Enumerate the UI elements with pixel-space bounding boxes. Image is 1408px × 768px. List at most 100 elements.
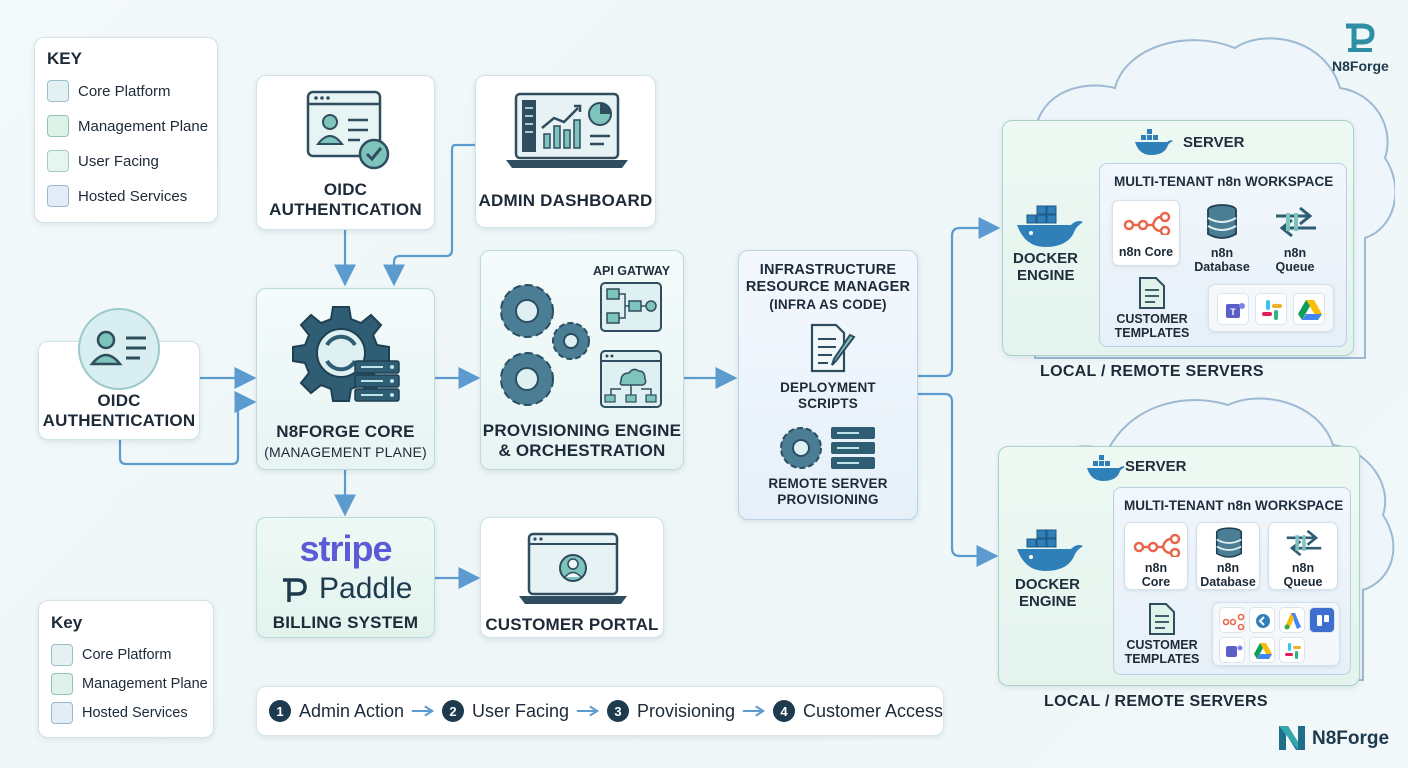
n8forge-logo-icon [1346,23,1375,52]
n8n-core-tile: n8n Core [1124,522,1188,590]
gear-server-icon [780,427,875,469]
swatch-management-plane [47,115,69,137]
template-document-icon [1139,277,1165,309]
tile-label: n8n [1210,246,1234,260]
billing-system: stripe Paddle BILLING SYSTEM [256,517,435,638]
brand-name-top: N8Forge [1332,58,1389,74]
node-label: AUTHENTICATION [42,411,196,430]
key-label: Management Plane [82,676,208,692]
arrow-oidc-left-to-core-2 [118,391,257,466]
node-label: OIDC [97,391,141,410]
node-label: AUTHENTICATION [269,200,422,219]
node-label: PROVISIONING ENGINE [482,421,682,440]
tile-label: Database [1194,260,1250,274]
swatch-management-plane [51,673,73,695]
node-label: ADMIN DASHBOARD [478,191,653,210]
google-drive-icon [1293,293,1325,325]
slack-icon [1255,293,1287,325]
node-label: BILLING SYSTEM [272,613,419,632]
n8forge-core: N8FORGE CORE (MANAGEMENT PLANE) [256,288,435,470]
servers-caption-top: LOCAL / REMOTE SERVERS [1040,363,1264,380]
node-label: RESOURCE MANAGER [745,279,911,295]
key-legend-bottom: Key Core Platform Management Plane Hoste… [38,600,214,738]
laptop-user-icon [519,532,627,604]
tile-label: n8n [1283,246,1307,260]
step-number: 3 [606,700,629,722]
tile-label: CUSTOMER [1126,638,1198,652]
tile-label: n8n [1144,561,1168,575]
docker-whale-icon [1017,205,1083,247]
slack-icon [1279,637,1305,663]
arrow-infra-to-server-top [918,217,1001,378]
oidc-authentication-top: OIDC AUTHENTICATION [256,75,435,230]
n8n-core-tile: n8n Core [1112,200,1180,266]
node-label: DEPLOYMENT [780,380,876,395]
tile-label: n8n [1216,561,1240,575]
tile-label: Queue [1275,260,1315,274]
workspace-top: MULTI-TENANT n8n WORKSPACE n8n Core n8n … [1099,163,1347,347]
node-label: OIDC [323,180,368,199]
key-row-management-plane: Management Plane [51,673,208,695]
arrow-right-icon [742,705,766,717]
google-ads-icon [1279,607,1305,633]
key-label: Management Plane [78,117,209,135]
key-title: KEY [47,49,82,68]
template-document-icon [1149,603,1175,635]
step-label: Admin Action [299,700,405,721]
key-legend-top: KEY Core Platform Management Plane User … [34,37,218,223]
node-label: PROVISIONING [777,492,879,507]
step-number: 4 [772,700,795,722]
paddle-logo-icon [283,578,307,602]
queue-arrows-icon [1286,529,1322,557]
docker-label: ENGINE [1017,267,1075,284]
node-sublabel: (MANAGEMENT PLANE) [264,444,427,460]
laptop-chart-icon [506,92,628,168]
swatch-core-platform [47,80,69,102]
key-row-user-facing: User Facing [47,150,159,172]
circle-app-icon [1249,607,1275,633]
docker-icon [1087,455,1125,481]
key-label: Core Platform [82,647,172,663]
gear-icon [500,284,590,406]
tile-label: Core [1141,575,1171,589]
key-label: Hosted Services [78,187,188,205]
node-label: N8FORGE CORE [276,422,415,441]
server-top: SERVER DOCKER ENGINE MULTI-TENANT n8n WO… [1002,120,1354,356]
step-number: 2 [442,700,464,722]
key-label: User Facing [78,152,159,170]
docker-whale-icon [1017,529,1083,571]
node-label: & ORCHESTRATION [498,441,666,460]
tile-label: n8n [1291,561,1315,575]
workflow-icon [600,282,662,332]
key-title: Key [51,613,83,632]
tile-label: Database [1200,575,1256,589]
id-card-check-icon [306,90,390,170]
docker-label: DOCKER [1013,250,1079,267]
teams-icon [1219,637,1245,663]
database-icon [1207,204,1237,239]
n8forge-logo-icon [1279,726,1305,750]
flow-step: 4 Customer Access [772,700,943,722]
swatch-hosted-services [47,185,69,207]
arrow-right-icon [576,705,600,717]
document-pen-icon [810,323,856,373]
google-drive-icon [1249,637,1275,663]
tile-label: Queue [1283,575,1323,589]
tile-label: n8n Core [1118,245,1174,259]
queue-arrows-icon [1276,206,1316,238]
trello-icon [1309,607,1335,633]
server-bottom: SERVER DOCKER ENGINE MULTI-TENANT n8n WO… [998,446,1360,686]
flow-step: 3 Provisioning [606,700,735,722]
key-row-core-platform: Core Platform [51,644,171,666]
tile-label: TEMPLATES [1114,326,1190,340]
n8n-mini-icon [1219,607,1245,633]
paddle-logo-text: Paddle [319,572,413,605]
key-row-hosted-services: Hosted Services [47,185,187,207]
node-label: (INFRA AS CODE) [769,297,887,312]
workspace-bottom: MULTI-TENANT n8n WORKSPACE n8n Core n8n … [1113,487,1351,675]
key-label: Hosted Services [82,705,188,721]
n8n-database-tile: n8n Database [1196,522,1260,590]
node-label: CUSTOMER PORTAL [485,615,659,634]
integrations-panel: T [1208,284,1334,332]
